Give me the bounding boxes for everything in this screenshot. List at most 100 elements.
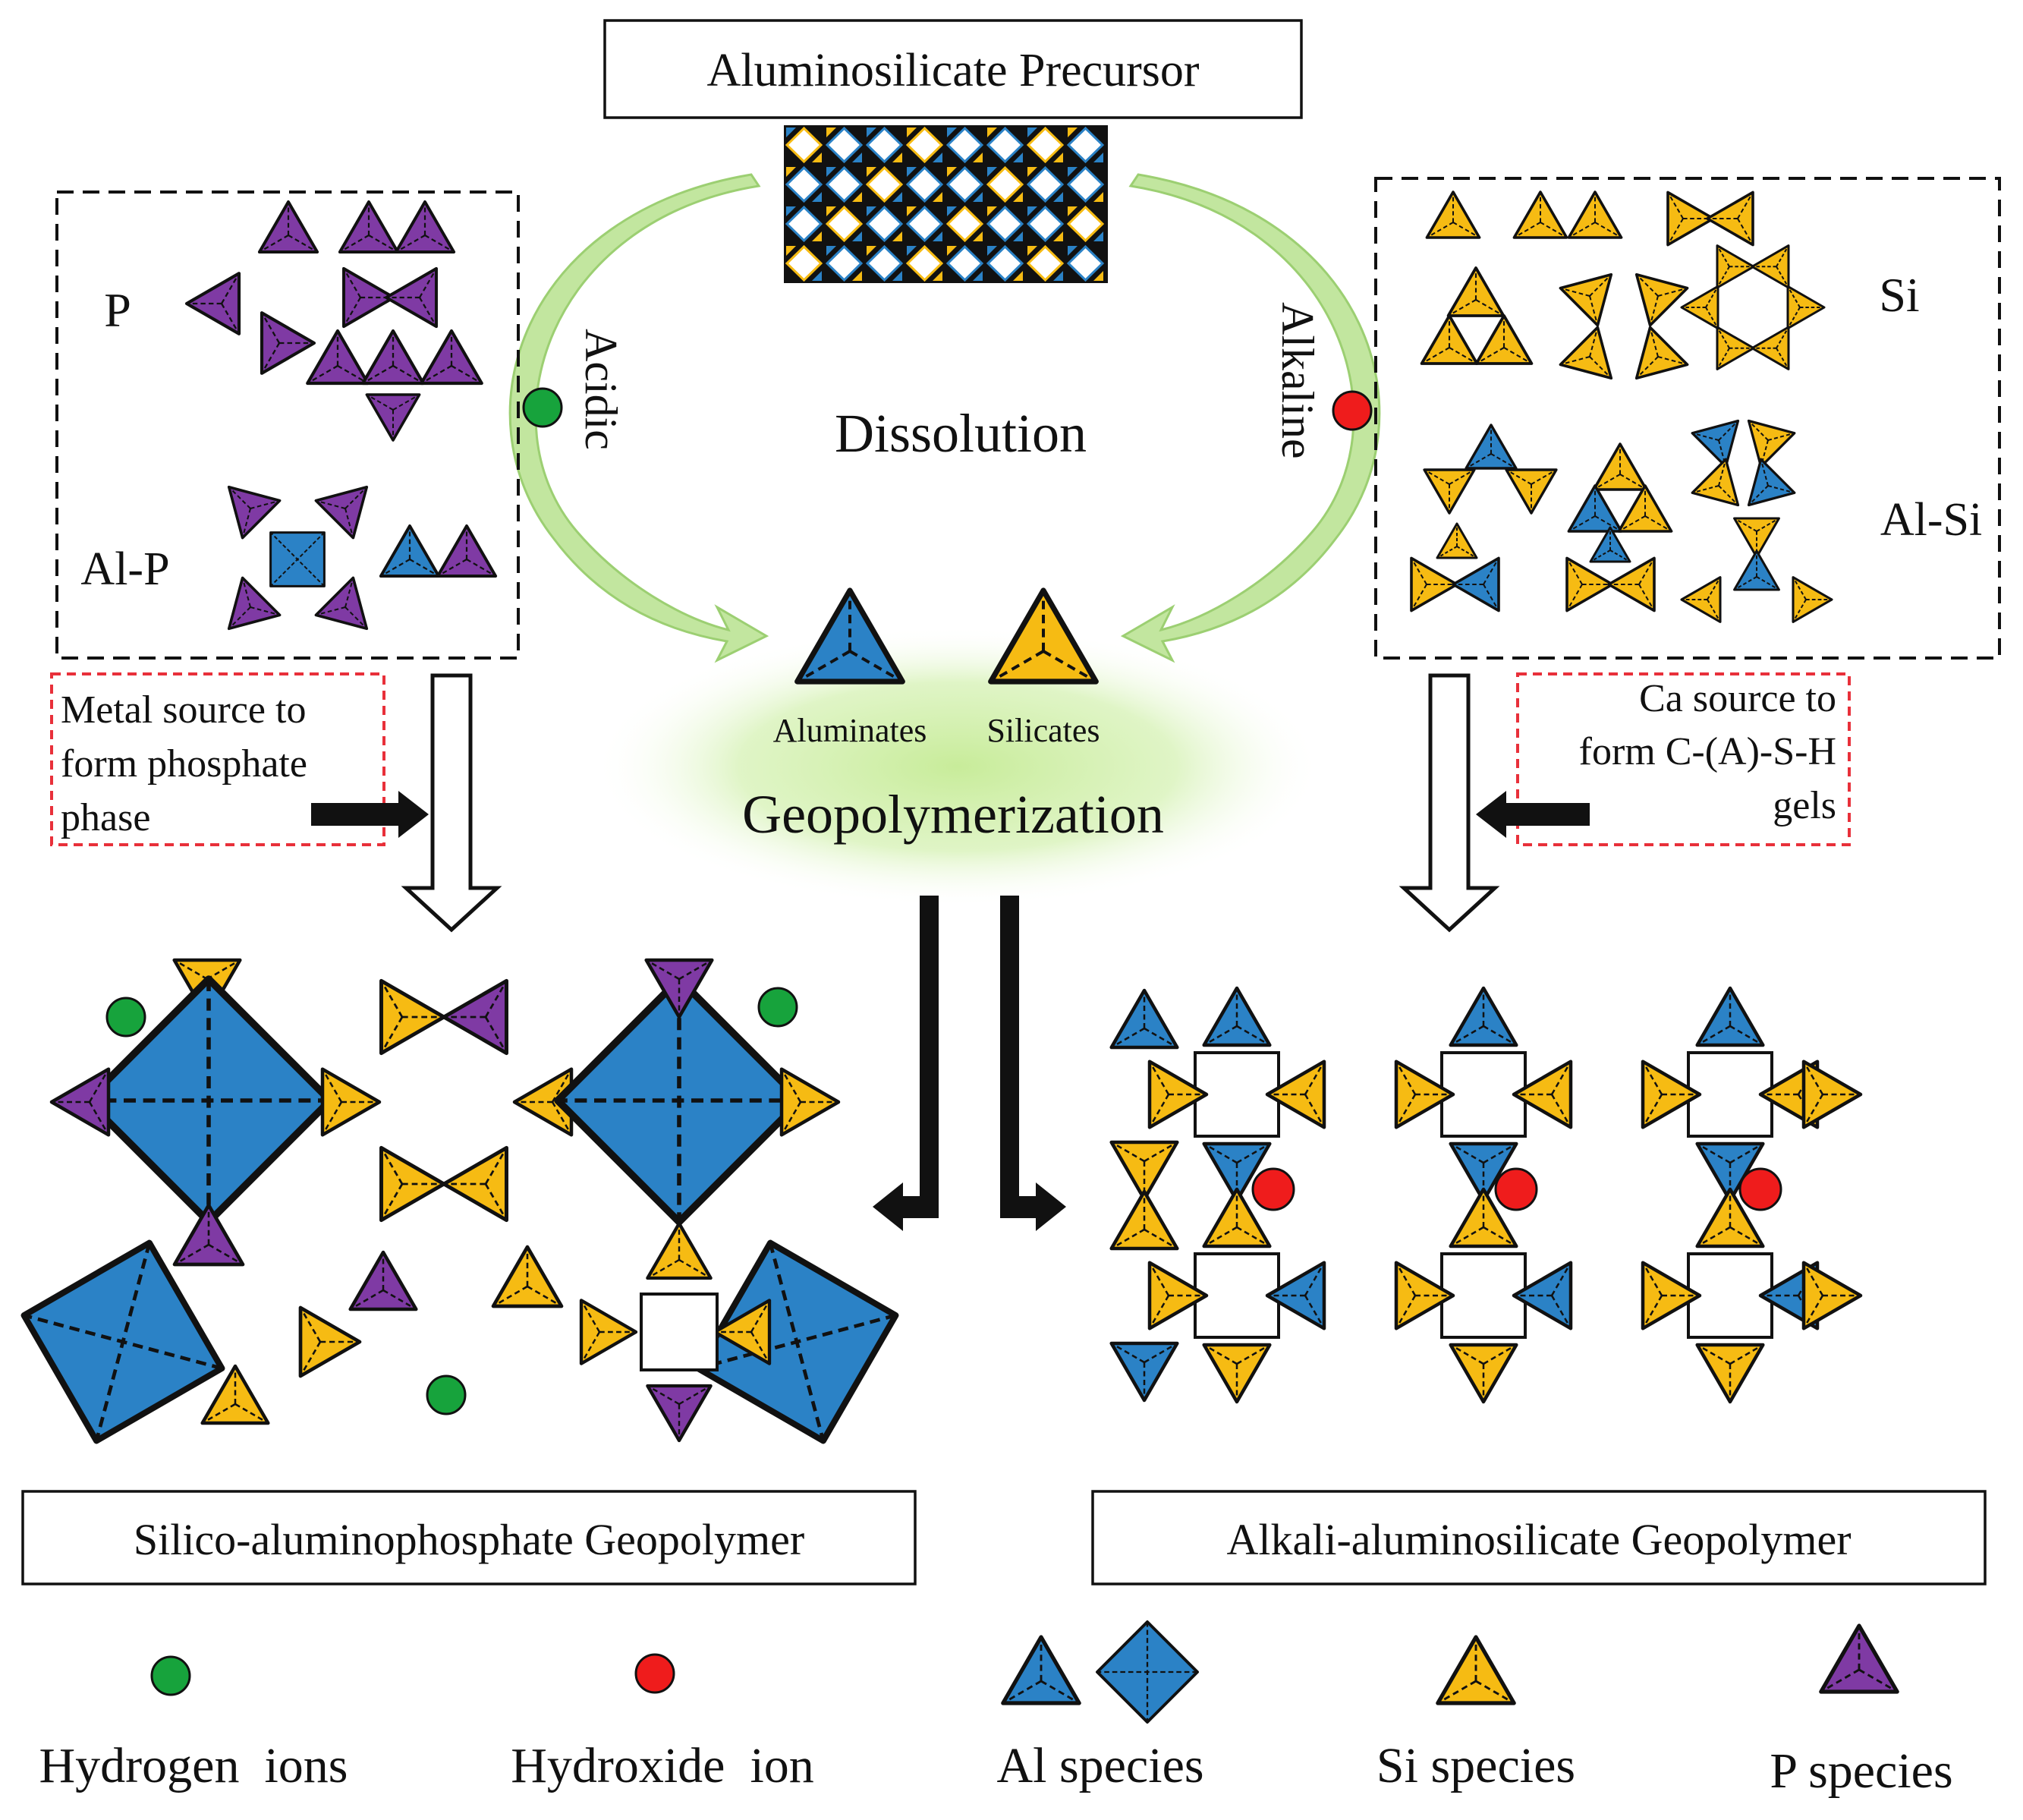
precursor-tetrahedron [812, 231, 822, 241]
tetrahedron-edge [1716, 266, 1730, 288]
tetrahedron-edge [241, 508, 251, 538]
al-octahedron [20, 1239, 225, 1444]
si-tetrahedron [1449, 1187, 1518, 1248]
p-tetrahedron [361, 329, 425, 386]
tetrahedron-edge [1411, 557, 1427, 585]
precursor-tetrahedron [933, 231, 942, 241]
si-tetrahedron [1449, 1343, 1518, 1404]
tetrahedron-edge [1718, 485, 1739, 506]
tetrahedron-edge [261, 342, 280, 374]
tetrahedron-edge [1589, 274, 1612, 297]
precursor-tetrahedron [1053, 192, 1063, 202]
si-tetrahedron [491, 1245, 564, 1308]
tetrahedron-edge [750, 1331, 771, 1365]
tetrahedron-edge [1111, 1027, 1145, 1049]
framework-ring-cavity [1440, 1252, 1527, 1339]
si-tetrahedron [1423, 468, 1476, 515]
si-tetrahedron [1716, 326, 1755, 370]
precursor-tetrahedron [826, 206, 836, 216]
precursor-tetrahedron [786, 167, 796, 177]
tetrahedron-edge [647, 1384, 680, 1406]
tetrahedron-edge [1589, 356, 1612, 379]
precursor-tetrahedron [973, 192, 983, 202]
si-tetrahedron [200, 1364, 270, 1425]
tetrahedron-edge [221, 272, 240, 304]
left-product-label: Silico-aluminophosphate Geopolymer [134, 1515, 804, 1564]
tetrahedron-edge [350, 1289, 384, 1311]
p-tetrahedron [227, 485, 282, 540]
tetrahedron-edge [1550, 1262, 1572, 1296]
si-tetrahedron [1559, 326, 1613, 380]
tetrahedron-edge [1566, 557, 1583, 585]
silicates-label: Silicates [986, 712, 1100, 749]
si-tetrahedron [1641, 1261, 1702, 1330]
si-tetrahedron [1446, 266, 1505, 317]
precursor-ring [986, 205, 1024, 243]
precursor-ring [945, 205, 984, 243]
tetrahedron-edge [780, 1069, 802, 1103]
al-tetrahedron [1589, 526, 1631, 563]
tetrahedron-edge [1111, 1228, 1145, 1250]
tetrahedron-edge [1641, 1094, 1663, 1128]
precursor-tetrahedron [947, 206, 957, 216]
tetrahedron-edge [1483, 584, 1499, 612]
tetrahedron-edge [1475, 1680, 1515, 1705]
precursor-tetrahedron [907, 167, 917, 177]
precursor-tetrahedron [867, 167, 876, 177]
tetrahedron-edge [1560, 287, 1590, 297]
al-tetrahedron [1733, 549, 1780, 591]
precursor-tetrahedron [867, 246, 876, 256]
legend-hydrogen-dot [150, 1655, 191, 1696]
tetrahedron-edge [395, 235, 426, 253]
p-tetrahedron [314, 485, 369, 540]
p-tetrahedron [420, 329, 483, 386]
tetrahedron-edge [1729, 1142, 1763, 1164]
tetrahedron-edge [88, 1069, 110, 1103]
tetrahedron-edge [1718, 439, 1727, 468]
tetrahedron-edge [321, 1101, 343, 1135]
si-tetrahedron [1436, 522, 1478, 559]
tetrahedron-edge [221, 303, 240, 335]
legend-hydroxide-dot [634, 1653, 675, 1694]
geopolymerization-glow [593, 626, 1322, 907]
tetrahedron-edge [1002, 1680, 1042, 1705]
tetrahedron-edge [1820, 1668, 1860, 1693]
tetrahedron-edge [409, 559, 439, 577]
si-tetrahedron [1666, 191, 1715, 247]
precursor-ring [825, 205, 864, 243]
si-tetrahedron [1801, 1060, 1863, 1129]
tetrahedron-edge [1618, 515, 1646, 532]
tetrahedron-edge [1111, 1342, 1145, 1364]
tetrahedron-edge [1716, 245, 1730, 267]
tetrahedron-edge [780, 1101, 802, 1135]
tetrahedron-edge [419, 268, 437, 298]
tetrahedron-edge [1236, 1025, 1270, 1047]
tetrahedron-edge [88, 1101, 110, 1135]
tetrahedron-edge [345, 486, 367, 509]
tetrahedron-edge [1465, 453, 1492, 469]
precursor-tetrahedron [947, 246, 957, 256]
si-tetrahedron [1512, 191, 1568, 239]
tetrahedron-edge [1148, 1262, 1170, 1296]
al-tetrahedron [794, 587, 905, 685]
tetrahedron-edge [1734, 518, 1757, 532]
split-arrow-left [873, 896, 939, 1231]
tetrahedron-edge [580, 1331, 601, 1365]
tetrahedron-edge [345, 508, 354, 538]
tetrahedron-edge [1144, 1228, 1178, 1250]
al-tetrahedron [1512, 1261, 1573, 1330]
tetrahedron-edge [1737, 218, 1754, 246]
tetrahedron-edge [366, 394, 394, 411]
tetrahedron-edge [337, 365, 369, 384]
si-tetrahedron [1512, 1060, 1573, 1129]
p-tetrahedron [394, 200, 456, 253]
precursor-tetrahedron [947, 167, 957, 177]
tetrahedron-edge [307, 365, 338, 384]
tetrahedron-edge [1729, 1226, 1763, 1248]
tetrahedron-edge [1667, 218, 1684, 246]
monomer-species [794, 587, 1099, 685]
tetrahedron-edge [1550, 1061, 1572, 1095]
tetrahedron-edge [1395, 1061, 1417, 1095]
tetrahedron-edge [1858, 1668, 1898, 1693]
precursor-ring [986, 126, 1024, 164]
